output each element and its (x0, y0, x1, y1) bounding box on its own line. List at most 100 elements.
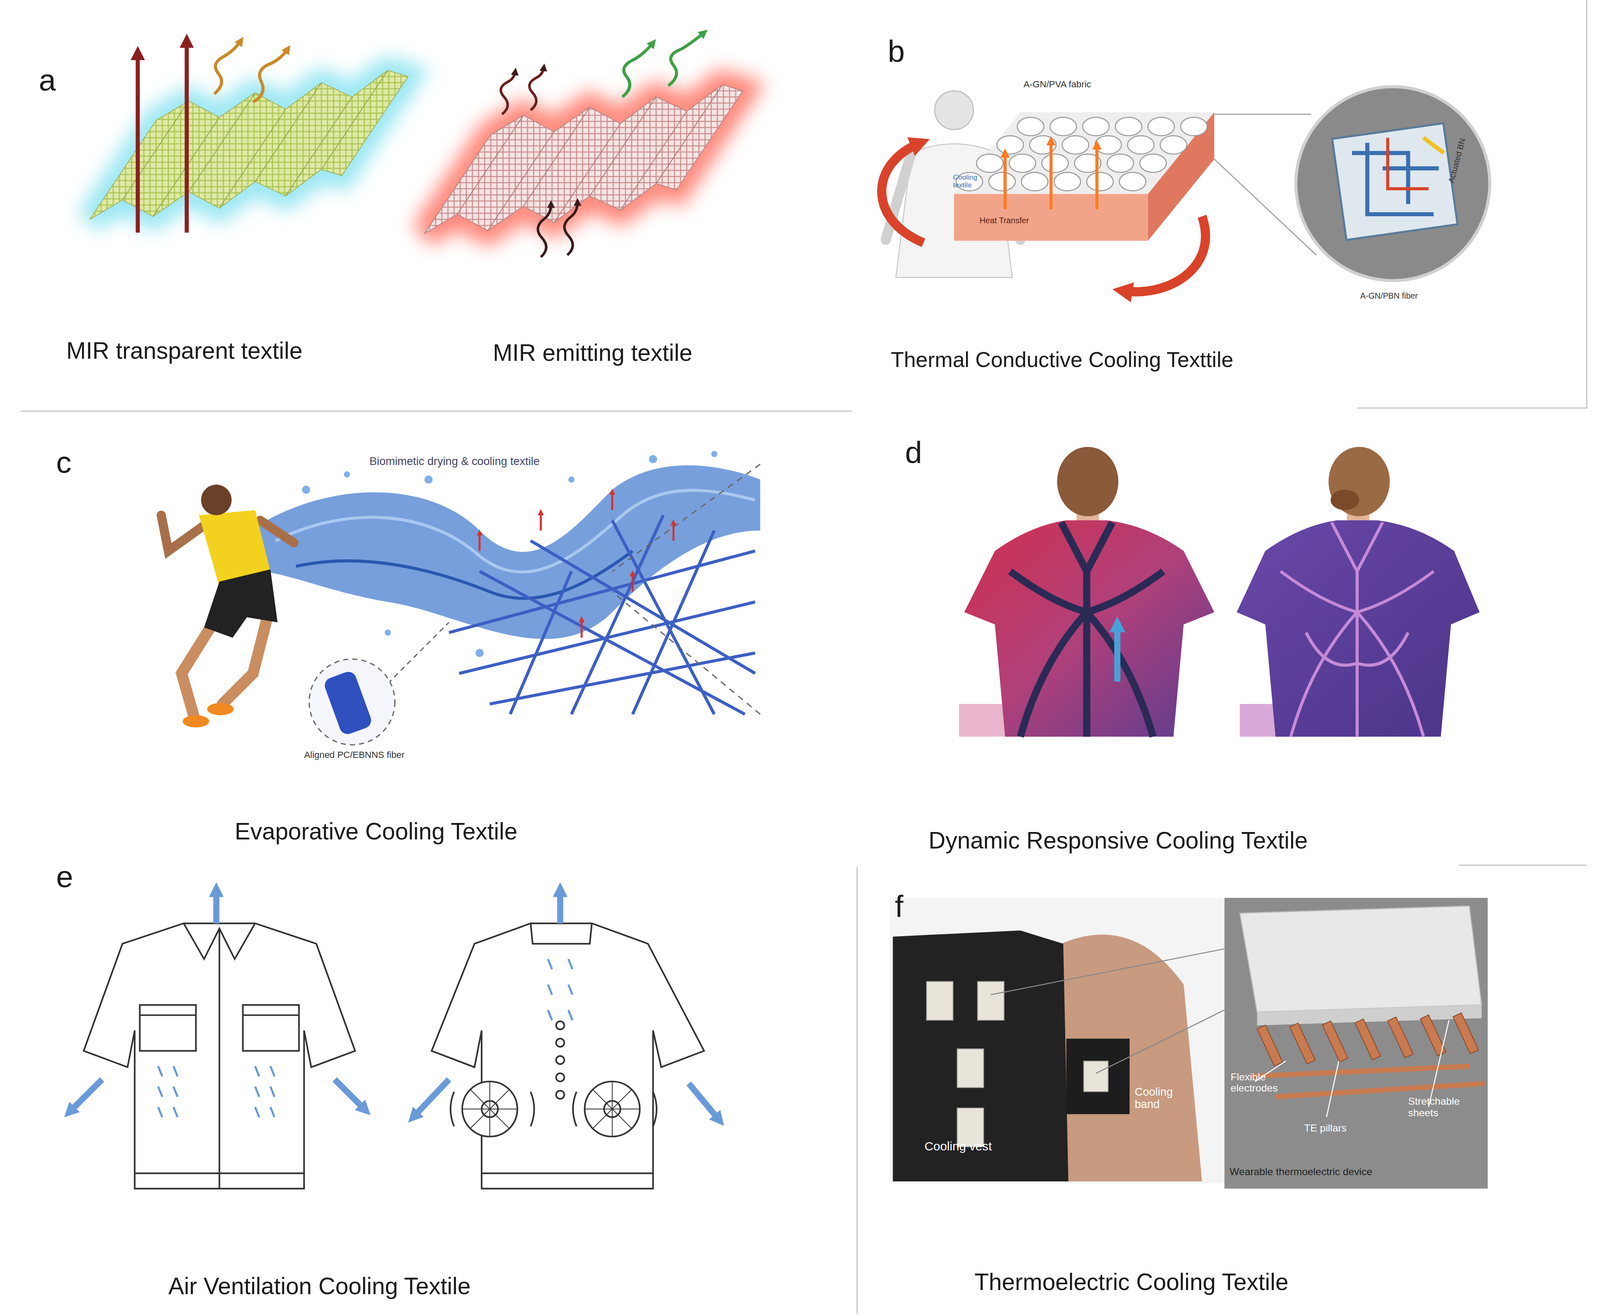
annotation-label: TE pillars (1304, 1122, 1347, 1134)
panel-separator (20, 410, 853, 412)
fabric-block (1003, 153, 1007, 210)
heat-flow-arrow (881, 142, 924, 244)
panel-letter: a (38, 63, 56, 98)
panel-separator (20, 0, 1587, 1315)
woman-figure (1114, 624, 1121, 682)
fabric-block (1119, 172, 1146, 192)
ventilated-shirt (139, 1014, 299, 1017)
ventilated-shirt (481, 923, 653, 1174)
mir-emitting-sheet (668, 32, 705, 86)
mir-emitting-sheet (500, 71, 516, 115)
fabric-block (1017, 117, 1044, 136)
annotation-label: Stretchable sheets (1408, 1095, 1472, 1119)
cooling-vest-photo (926, 981, 1109, 1147)
ventilated-shirt (556, 1021, 565, 1030)
panel-caption: Air Ventilation Cooling Textile (168, 1273, 471, 1300)
fiber-inset (322, 669, 374, 737)
water-wave (568, 476, 575, 483)
magnified-fiber (1295, 86, 1491, 281)
fabric-block (1054, 172, 1081, 192)
cooling-vest-photo (956, 1048, 984, 1088)
figure-panel: cEvaporative Cooling Textile (0, 413, 856, 852)
fabric-block (1041, 154, 1069, 173)
thermoelectric-device (1224, 898, 1488, 1189)
ventilated-shirt (450, 1091, 657, 1127)
airflow-arrow (413, 1079, 450, 1118)
person-figure (934, 90, 974, 130)
airflow-arrow (69, 889, 720, 1121)
fabric-block (956, 117, 1208, 191)
cooling-vest-photo (892, 930, 1069, 1182)
airflow-arrow (213, 889, 220, 924)
fabric-block (988, 172, 1016, 192)
ventilated-shirt (556, 1056, 565, 1065)
mir-emitting-sheet (424, 84, 743, 234)
annotation-label: A-GN/PBN fiber (1360, 291, 1418, 301)
panel-caption: Evaporative Cooling Textile (234, 818, 518, 845)
airflow-arrow (69, 889, 720, 1121)
fabric-block (954, 112, 1215, 241)
thermoelectric-device (1452, 1012, 1479, 1054)
water-wave (711, 451, 718, 458)
mir-transparent-sheet (135, 53, 140, 233)
annotation-label: Biomimetic drying & cooling textile (369, 455, 540, 468)
panel-caption: Thermoelectric Cooling Textile (974, 1269, 1289, 1296)
ventilated-shirt (462, 1081, 640, 1137)
water-wave (424, 475, 433, 484)
thermoelectric-device (1256, 1025, 1283, 1067)
water-wave (384, 629, 391, 636)
fabric-block (1139, 154, 1167, 173)
mir-emitting-sheet (457, 84, 723, 231)
heat-arrow-small (672, 522, 675, 541)
mir-emitting-sheet (424, 32, 743, 258)
woman-figure (1328, 446, 1390, 517)
ventilated-shirt (556, 1073, 565, 1082)
runner-figure (207, 703, 234, 716)
thermoelectric-device (1289, 1023, 1316, 1065)
fabric-block (1148, 117, 1175, 136)
fabric-block (1160, 135, 1187, 155)
thermoelectric-device (1322, 1021, 1348, 1062)
runner-figure (161, 484, 294, 728)
panel-caption: Thermal Conductive Cooling Texttile (890, 348, 1233, 372)
mir-emitting-sheet (564, 201, 578, 255)
cooling-vest-photo (889, 898, 1227, 1184)
heat-arrow-small (580, 619, 583, 639)
woman-figure (1236, 520, 1480, 737)
fabric-block (1050, 117, 1077, 136)
fabric-block (1107, 154, 1134, 173)
person-figure (885, 90, 1021, 278)
heat-arrow-small (611, 491, 614, 511)
magnified-fiber (1352, 142, 1439, 215)
figure-panel: dDynamic Responsive Cooling Textile (859, 413, 1589, 863)
panel-caption: Dynamic Responsive Cooling Textile (928, 827, 1308, 854)
thermoelectric-device (1239, 906, 1482, 1013)
fabric-block (1049, 140, 1053, 210)
figure-panel: fThermoelectric Cooling Textile (859, 865, 1589, 1316)
panel-separator (856, 867, 858, 1315)
thermoelectric-device (1354, 1019, 1381, 1060)
mir-emitting-sheet (529, 67, 544, 110)
water-wave (250, 465, 761, 640)
airflow-arrow (556, 889, 564, 924)
fiber-inset (309, 659, 396, 745)
woman-figure (1330, 489, 1360, 511)
fiber-inset (387, 622, 450, 684)
woman-figure (964, 446, 1480, 737)
panel-letter: c (56, 445, 72, 480)
mir-emitting-sheet (622, 42, 653, 97)
annotation-label: Cooling vest (924, 1139, 992, 1154)
ventilated-shirt (431, 923, 705, 1189)
panel-letter: f (894, 889, 904, 924)
fabric-block (1009, 154, 1036, 173)
woman-figure (1010, 522, 1164, 737)
thermoelectric-device (1257, 1005, 1482, 1026)
figure-panel: bThermal Conductive Cooling Texttile (859, 0, 1589, 409)
heat-arrow-small (539, 512, 542, 531)
magnified-fiber (1332, 123, 1458, 240)
fabric-block (976, 154, 1003, 173)
airflow-arrow (158, 959, 573, 1118)
cooling-vest-photo (977, 981, 1004, 1021)
cooling-vest-photo (926, 981, 953, 1021)
fabric-block (1082, 117, 1109, 136)
